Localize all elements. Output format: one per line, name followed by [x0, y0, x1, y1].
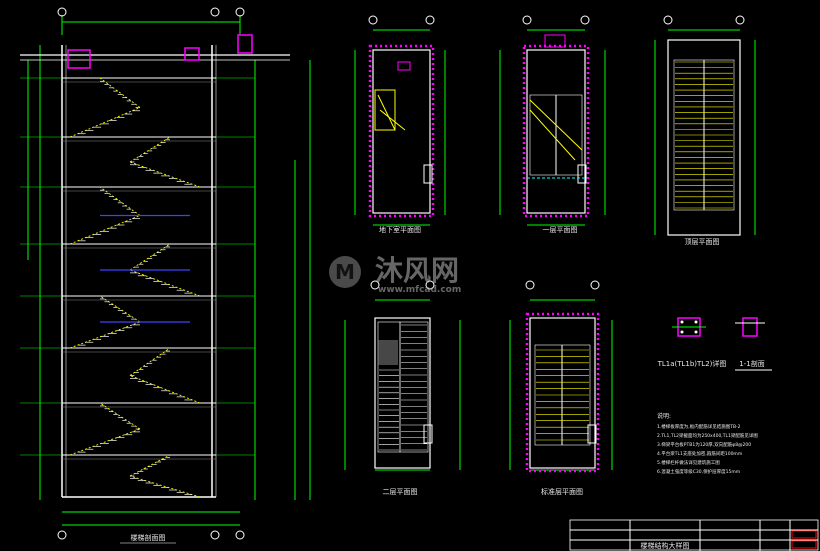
note-line: 4.平台梁TL1支座处加密,箍筋间距100mm — [657, 450, 742, 457]
drafting-line — [99, 77, 141, 108]
section-11-label: 1-1剖面 — [739, 359, 764, 368]
title-block — [569, 519, 819, 551]
first-floor-label: 一层平面图 — [543, 226, 578, 234]
watermark: M 沐风网 www.mfcad.com — [329, 254, 461, 295]
note-line: 6.混凝土强度等级C30,保护层厚度15mm — [657, 468, 740, 475]
drafting-line — [129, 375, 201, 404]
drafting-line — [129, 347, 171, 376]
standard-floor-label: 标准层平面图 — [541, 487, 583, 496]
drafting-line — [129, 475, 201, 498]
stair-section — [20, 7, 311, 540]
top-floor-label: 顶层平面图 — [685, 238, 720, 246]
drafting-line — [69, 321, 141, 349]
section-label: 楼梯剖面图 — [131, 533, 166, 542]
drafting-line — [69, 428, 141, 456]
watermark-url: www.mfcad.com — [378, 285, 461, 295]
note-line: 3.梯梁平台板PTB1为120厚,双向配筋φ8@200 — [657, 441, 751, 448]
beam-detail-label: TL1a(TL1b)TL2)详图 — [657, 359, 727, 368]
drafting-line — [129, 454, 171, 477]
notes-heading: 说明: — [657, 412, 671, 420]
note-line: 2.TL1,TL2梁截面均为250x400,TL1梁配筋见详图 — [657, 432, 758, 439]
drafting-line — [129, 161, 201, 188]
notes-list: 1.楼梯板厚度为,板内配筋详见结施图TB-2 2.TL1,TL2梁截面均为250… — [657, 423, 758, 475]
note-line: 1.楼梯板厚度为,板内配筋详见结施图TB-2 — [657, 423, 741, 430]
drafting-line — [129, 269, 201, 297]
watermark-brand: 沐风网 — [375, 254, 459, 287]
svg-text:M: M — [335, 260, 355, 284]
drafting-line — [99, 186, 141, 216]
title-block-label: 楼梯结构大样图 — [641, 541, 690, 550]
basement-plan — [354, 15, 446, 226]
note-line: 5.楼梯栏杆做法详见建筑施工图 — [657, 459, 720, 466]
second-floor-plan — [344, 280, 461, 471]
drafting-line — [69, 215, 141, 245]
standard-floor-plan — [509, 280, 613, 473]
first-floor-plan — [499, 15, 606, 226]
top-floor-plan — [654, 15, 756, 236]
basement-label: 地下室平面图 — [379, 225, 421, 234]
beam-details — [672, 317, 772, 371]
second-floor-label: 二层平面图 — [383, 488, 418, 496]
drafting-line — [69, 107, 141, 138]
